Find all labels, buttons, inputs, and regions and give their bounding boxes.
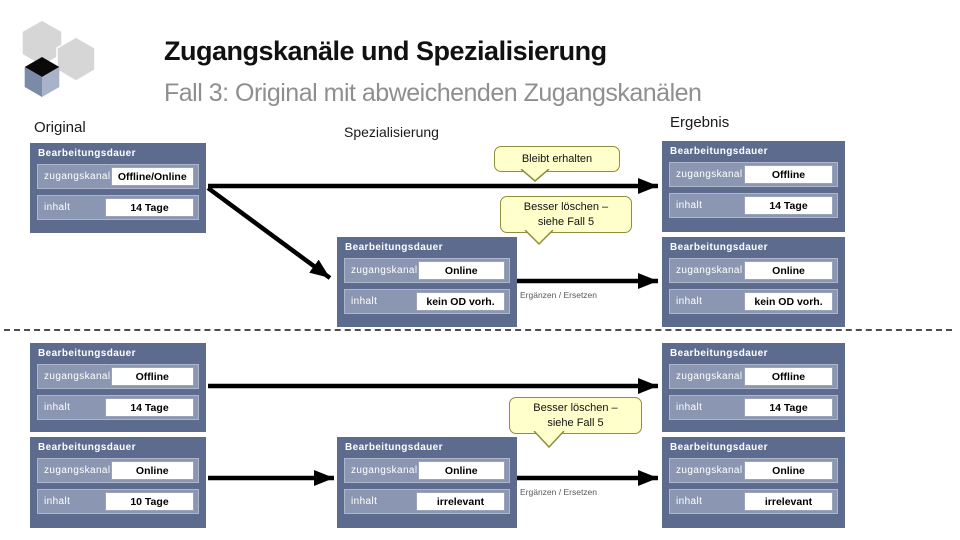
- card-row-inhalt: inhalt 10 Tage: [37, 489, 199, 514]
- hexagon-cube-logo-icon: [21, 19, 96, 97]
- card-header: Bearbeitungsdauer: [38, 442, 136, 453]
- card-row-inhalt: inhalt kein OD vorh.: [344, 289, 510, 314]
- row-label: inhalt: [676, 496, 703, 507]
- row-value: Offline/Online: [110, 167, 194, 186]
- row-value: 10 Tage: [105, 492, 194, 511]
- card-row-inhalt: inhalt 14 Tage: [37, 395, 199, 420]
- row-value: Online: [417, 261, 505, 280]
- card-row-inhalt: inhalt kein OD vorh.: [669, 289, 838, 314]
- row-label: inhalt: [44, 202, 71, 213]
- row-label: zugangskanal: [351, 465, 418, 476]
- callout-text-line1: Besser löschen –: [533, 401, 618, 414]
- card-header: Bearbeitungsdauer: [670, 146, 768, 157]
- row-label: zugangskanal: [351, 265, 418, 276]
- card-row-zugangskanal: zugangskanal Offline: [669, 162, 838, 187]
- card-row-inhalt: inhalt irrelevant: [344, 489, 510, 514]
- card-row-zugangskanal: zugangskanal Offline/Online: [37, 164, 199, 189]
- callout-besser-loeschen-bottom: Besser löschen – siehe Fall 5: [509, 397, 642, 434]
- card-header: Bearbeitungsdauer: [345, 442, 443, 453]
- card-row-inhalt: inhalt 14 Tage: [669, 395, 838, 420]
- row-value: Offline: [744, 367, 833, 386]
- card-header: Bearbeitungsdauer: [670, 442, 768, 453]
- card-header: Bearbeitungsdauer: [670, 242, 768, 253]
- row-value: kein OD vorh.: [744, 292, 833, 311]
- row-value: Offline: [110, 367, 194, 386]
- row-label: zugangskanal: [44, 465, 111, 476]
- row-value: 14 Tage: [744, 196, 833, 215]
- arrow-label-ergaenzen-ersetzen-top: Ergänzen / Ersetzen: [520, 290, 598, 300]
- card-header: Bearbeitungsdauer: [345, 242, 443, 253]
- row-value: irrelevant: [416, 492, 505, 511]
- card-row-zugangskanal: zugangskanal Online: [669, 258, 838, 283]
- callout-tail-icon: [524, 230, 554, 246]
- row-value: Offline: [744, 165, 833, 184]
- card-original-bottom-2: Bearbeitungsdauer zugangskanal Online in…: [30, 437, 206, 528]
- callout-text-line2: siehe Fall 5: [547, 416, 604, 429]
- callout-text-line2: siehe Fall 5: [537, 215, 595, 228]
- card-row-zugangskanal: zugangskanal Online: [669, 458, 838, 483]
- row-label: zugangskanal: [44, 171, 111, 182]
- row-label: inhalt: [351, 296, 378, 307]
- column-label-original: Original: [34, 119, 86, 136]
- row-value: 14 Tage: [105, 198, 194, 217]
- card-row-inhalt: inhalt 14 Tage: [669, 193, 838, 218]
- callout-bleibt-erhalten: Bleibt erhalten: [494, 146, 620, 172]
- card-ergebnis-top-2: Bearbeitungsdauer zugangskanal Online in…: [662, 237, 845, 327]
- page-subtitle: Fall 3: Original mit abweichenden Zugang…: [164, 79, 702, 107]
- callout-besser-loeschen-top: Besser löschen – siehe Fall 5: [500, 196, 632, 233]
- row-value: Online: [417, 461, 505, 480]
- callout-tail-icon: [520, 169, 550, 182]
- card-original-bottom-1: Bearbeitungsdauer zugangskanal Offline i…: [30, 343, 206, 432]
- row-value: irrelevant: [744, 492, 833, 511]
- arrow-original-to-spezialisierung: [206, 186, 332, 280]
- card-row-zugangskanal: zugangskanal Online: [344, 258, 510, 283]
- row-label: inhalt: [676, 402, 703, 413]
- card-row-inhalt: inhalt irrelevant: [669, 489, 838, 514]
- row-label: zugangskanal: [676, 265, 743, 276]
- row-label: zugangskanal: [44, 371, 111, 382]
- row-label: inhalt: [44, 496, 71, 507]
- row-value: Online: [110, 461, 194, 480]
- column-label-spezialisierung: Spezialisierung: [344, 124, 439, 140]
- card-ergebnis-bottom-1: Bearbeitungsdauer zugangskanal Offline i…: [662, 343, 845, 432]
- card-header: Bearbeitungsdauer: [38, 148, 136, 159]
- row-label: inhalt: [351, 496, 378, 507]
- row-label: inhalt: [44, 402, 71, 413]
- card-row-zugangskanal: zugangskanal Offline: [669, 364, 838, 389]
- arrow-label-ergaenzen-ersetzen-bottom: Ergänzen / Ersetzen: [520, 487, 598, 497]
- card-ergebnis-top-1: Bearbeitungsdauer zugangskanal Offline i…: [662, 141, 845, 232]
- row-value: 14 Tage: [744, 398, 833, 417]
- card-spezialisierung-bottom: Bearbeitungsdauer zugangskanal Online in…: [337, 437, 517, 528]
- section-divider-dashed-line: [4, 329, 952, 331]
- callout-text: Bleibt erhalten: [521, 152, 593, 165]
- row-label: inhalt: [676, 200, 703, 211]
- card-header: Bearbeitungsdauer: [38, 348, 136, 359]
- card-row-zugangskanal: zugangskanal Online: [344, 458, 510, 483]
- row-value: kein OD vorh.: [416, 292, 505, 311]
- card-ergebnis-bottom-2: Bearbeitungsdauer zugangskanal Online in…: [662, 437, 845, 528]
- card-row-zugangskanal: zugangskanal Offline: [37, 364, 199, 389]
- card-original-top: Bearbeitungsdauer zugangskanal Offline/O…: [30, 143, 206, 233]
- card-row-inhalt: inhalt 14 Tage: [37, 195, 199, 220]
- row-label: zugangskanal: [676, 371, 743, 382]
- callout-text-line1: Besser löschen –: [523, 200, 609, 213]
- row-label: zugangskanal: [676, 169, 743, 180]
- card-spezialisierung-top: Bearbeitungsdauer zugangskanal Online in…: [337, 237, 517, 327]
- row-label: zugangskanal: [676, 465, 743, 476]
- row-value: Online: [744, 261, 833, 280]
- card-header: Bearbeitungsdauer: [670, 348, 768, 359]
- column-label-ergebnis: Ergebnis: [670, 114, 730, 131]
- row-label: inhalt: [676, 296, 703, 307]
- card-row-zugangskanal: zugangskanal Online: [37, 458, 199, 483]
- row-value: 14 Tage: [105, 398, 194, 417]
- callout-tail-icon: [533, 431, 565, 449]
- row-value: Online: [744, 461, 833, 480]
- page-title: Zugangskanäle und Spezialisierung: [164, 36, 607, 66]
